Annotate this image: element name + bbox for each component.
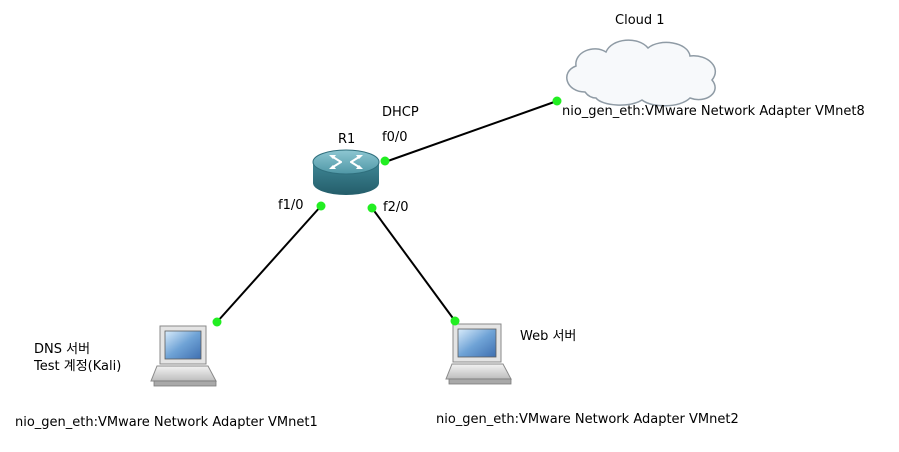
port-label-f2-0: f2/0 [383, 200, 409, 215]
link-router-cloud[interactable] [384, 100, 558, 163]
dns-host-label-line1: DNS 서버 [34, 342, 91, 357]
port-dot-dns-host [212, 317, 222, 327]
router-icon[interactable] [312, 149, 380, 195]
web-host-laptop-icon[interactable] [445, 323, 512, 385]
port-label-f1-0: f1/0 [278, 198, 304, 213]
web-host-label: Web 서버 [520, 329, 577, 344]
port-dot-web-host [450, 316, 460, 326]
cloud-name-label: Cloud 1 [615, 13, 665, 28]
port-dot-router-f2-0 [367, 203, 377, 213]
router-dhcp-label: DHCP [382, 105, 419, 120]
web-host-nio-label: nio_gen_eth:VMware Network Adapter VMnet… [436, 412, 739, 427]
cloud-nio-label: nio_gen_eth:VMware Network Adapter VMnet… [562, 104, 865, 119]
dns-host-label-line2: Test 계정(Kali) [34, 359, 122, 374]
link-router-dns-host[interactable] [216, 205, 322, 323]
cloud-icon[interactable] [566, 39, 717, 107]
dns-host-nio-label: nio_gen_eth:VMware Network Adapter VMnet… [15, 415, 318, 430]
link-router-web-host[interactable] [371, 207, 456, 322]
router-name-label: R1 [338, 132, 356, 147]
dns-host-laptop-icon[interactable] [150, 325, 217, 387]
port-dot-router-f0-0 [380, 156, 390, 166]
port-dot-cloud [552, 96, 562, 106]
port-dot-router-f1-0 [316, 201, 326, 211]
port-label-f0-0: f0/0 [382, 130, 408, 145]
